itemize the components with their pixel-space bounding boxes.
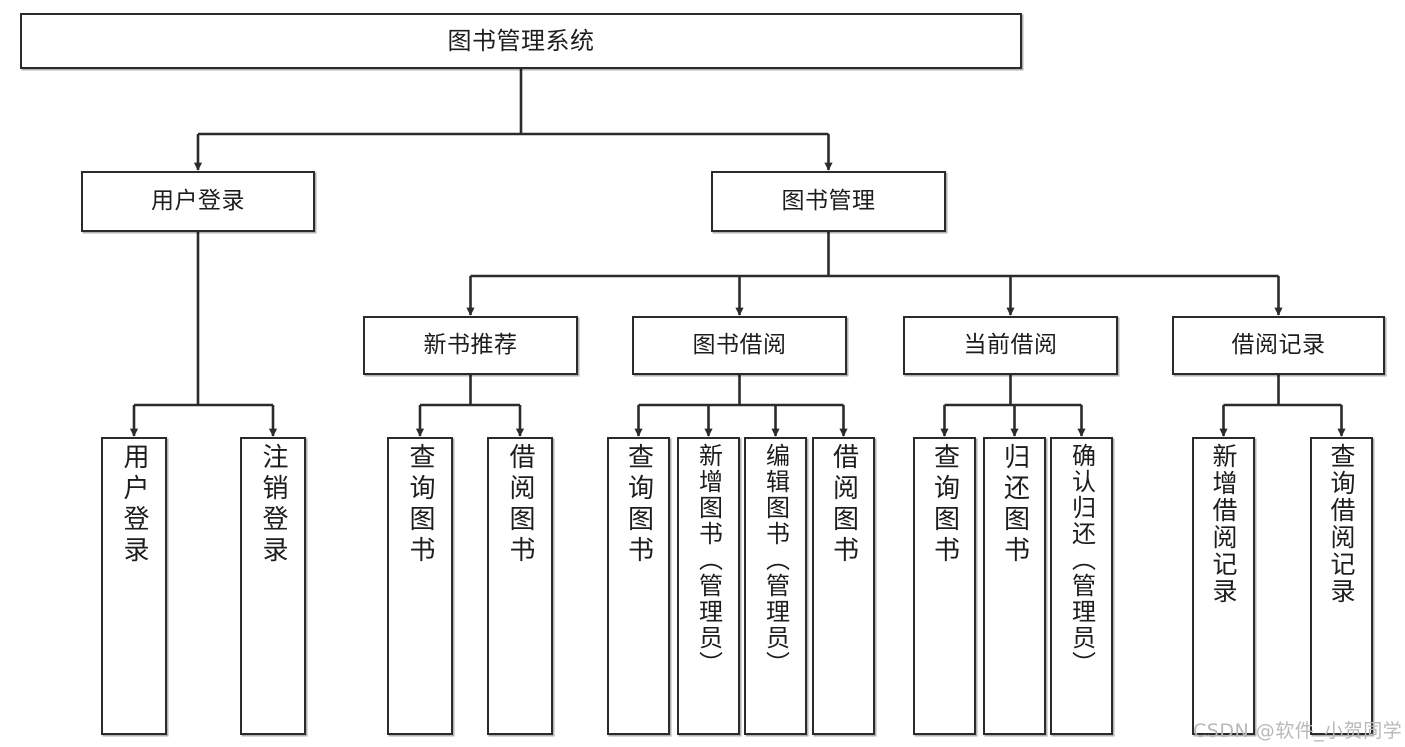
node-leaf-rec-query-book-label: 查询图书 (405, 443, 435, 567)
node-leaf-bb-borrow-book-label: 借阅图书 (828, 443, 859, 567)
node-book-borrow[interactable]: 图书借阅 (632, 316, 847, 375)
node-new-book-rec[interactable]: 新书推荐 (363, 316, 578, 375)
node-borrow-record[interactable]: 借阅记录 (1172, 316, 1385, 375)
node-leaf-br-add-record-label: 新增借阅记录 (1209, 443, 1238, 605)
node-leaf-bb-query-book[interactable]: 查询图书 (607, 437, 670, 735)
node-user-login[interactable]: 用户登录 (81, 171, 315, 232)
node-leaf-bb-borrow-book[interactable]: 借阅图书 (812, 437, 875, 735)
node-leaf-bb-edit-book-label: 编辑图书（管理员） (761, 443, 790, 677)
node-root[interactable]: 图书管理系统 (20, 13, 1022, 69)
node-leaf-rec-borrow-book[interactable]: 借阅图书 (487, 437, 553, 735)
node-leaf-cb-confirm-return-label: 确认归还（管理员） (1067, 443, 1096, 677)
node-current-borrow-label: 当前借阅 (963, 331, 1058, 358)
node-leaf-bb-query-book-label: 查询图书 (623, 443, 654, 567)
node-leaf-cb-query-book[interactable]: 查询图书 (913, 437, 976, 735)
node-leaf-bb-edit-book[interactable]: 编辑图书（管理员） (744, 437, 807, 735)
node-leaf-rec-query-book[interactable]: 查询图书 (387, 437, 453, 735)
node-new-book-rec-label: 新书推荐 (423, 331, 518, 358)
node-leaf-bb-add-book[interactable]: 新增图书（管理员） (677, 437, 740, 735)
node-leaf-user-logout-label: 注销登录 (258, 443, 288, 567)
node-leaf-bb-add-book-label: 新增图书（管理员） (694, 443, 723, 677)
node-leaf-user-logout[interactable]: 注销登录 (240, 437, 306, 735)
node-leaf-cb-confirm-return[interactable]: 确认归还（管理员） (1050, 437, 1113, 735)
node-leaf-rec-borrow-book-label: 借阅图书 (505, 443, 535, 567)
node-book-manage[interactable]: 图书管理 (711, 171, 946, 232)
node-user-login-label: 用户登录 (151, 187, 245, 214)
node-leaf-cb-query-book-label: 查询图书 (929, 443, 960, 567)
node-leaf-user-login-label: 用户登录 (119, 443, 149, 567)
node-leaf-br-query-record-label: 查询借阅记录 (1327, 443, 1356, 605)
node-borrow-record-label: 借阅记录 (1231, 331, 1326, 358)
node-leaf-cb-return-book-label: 归还图书 (999, 443, 1030, 567)
node-book-borrow-label: 图书借阅 (692, 331, 787, 358)
node-leaf-br-add-record[interactable]: 新增借阅记录 (1192, 437, 1255, 735)
node-book-manage-label: 图书管理 (781, 187, 876, 214)
node-leaf-cb-return-book[interactable]: 归还图书 (983, 437, 1046, 735)
node-leaf-br-query-record[interactable]: 查询借阅记录 (1310, 437, 1373, 735)
node-current-borrow[interactable]: 当前借阅 (903, 316, 1118, 375)
node-leaf-user-login[interactable]: 用户登录 (101, 437, 167, 735)
node-root-label: 图书管理系统 (447, 26, 595, 55)
